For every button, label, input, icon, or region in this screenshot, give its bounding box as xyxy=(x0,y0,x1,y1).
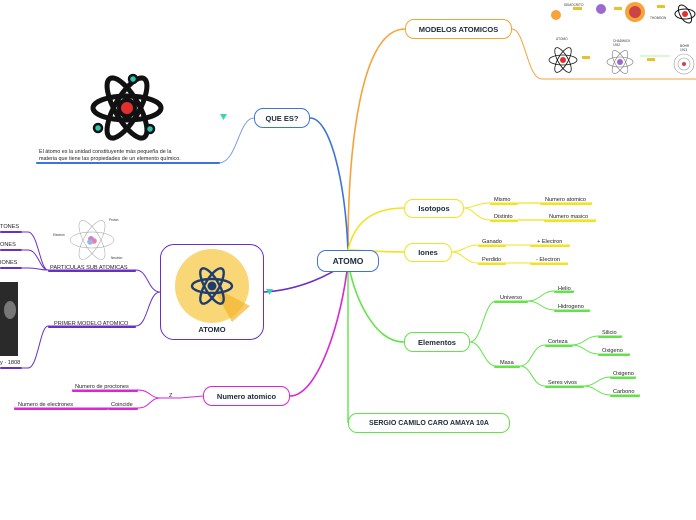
underline-electrones xyxy=(14,408,108,410)
elemento-silicio: Silicio xyxy=(602,330,617,336)
model-label-thomson: THOMSON xyxy=(650,16,667,20)
cut-label-iones: IONES xyxy=(0,260,18,266)
underline-tones xyxy=(0,231,22,233)
cut-label-tones: TONES xyxy=(0,224,20,230)
elemento-corteza: Corteza xyxy=(548,339,568,345)
atomo-image-label: ATOMO xyxy=(198,325,226,334)
node-numero-atomico[interactable]: Numero atomico xyxy=(203,386,290,406)
subatomic-diagram xyxy=(69,220,115,260)
elemento-masa: Masa xyxy=(500,360,514,366)
particulas-sub-atomicas: PARTICULAS SUB ATOMICAS xyxy=(50,265,128,271)
underline-proctones xyxy=(72,390,138,392)
numero-coincide: Coincide xyxy=(111,402,133,408)
portrait-image xyxy=(0,282,18,356)
underline-year xyxy=(0,367,22,369)
underline-oxigeno-corteza xyxy=(598,354,630,356)
underline-coincide xyxy=(108,408,138,410)
underline-numero-masico xyxy=(544,220,596,222)
ion-ganado: Ganado xyxy=(482,239,502,245)
underline-perdido xyxy=(478,263,506,265)
underline-menos-electron xyxy=(530,263,568,265)
atomo-collapse-icon xyxy=(266,289,273,295)
underline-distinto xyxy=(490,220,518,222)
node-elementos[interactable]: Elementos xyxy=(404,332,470,352)
underline-ganado xyxy=(478,245,506,247)
numero-z: Z xyxy=(169,393,173,399)
isotopo-distinto: Distinto xyxy=(494,214,513,220)
underline-iones xyxy=(0,267,22,269)
numero-proctones: Numero de proctones xyxy=(75,384,129,390)
ion-mas-electron: + Electron xyxy=(537,239,563,245)
underline-ones xyxy=(0,249,22,251)
underline-primer-modelo xyxy=(48,326,136,328)
underline-que-es xyxy=(36,162,220,164)
model-label-chadwick: CHADWICK 1932 xyxy=(613,39,631,47)
elemento-oxigeno-corteza: Oxigeno xyxy=(602,348,623,354)
underline-particulas xyxy=(48,270,136,272)
models-images-bottom xyxy=(548,47,695,75)
underline-hidrogeno xyxy=(554,310,590,312)
node-modelos-atomicos[interactable]: MODELOS ATOMICOS xyxy=(405,19,512,39)
ion-perdido: Perdido xyxy=(482,257,502,263)
isotopo-numero-masico: Numero masico xyxy=(549,214,589,220)
underline-helio xyxy=(554,291,574,293)
models-images-top xyxy=(551,2,696,24)
node-autor[interactable]: SERGIO CAMILO CARO AMAYA 10A xyxy=(348,413,510,433)
elemento-universo: Universo xyxy=(500,295,523,301)
primer-modelo-atomico: PRIMER MODELO ATOMICO xyxy=(54,321,129,327)
underline-numero-atomico xyxy=(540,203,592,205)
underline-silicio xyxy=(598,336,622,338)
underline-carbono xyxy=(610,395,640,397)
atomo-image-icon xyxy=(175,249,250,323)
node-isotopos[interactable]: Isotopos xyxy=(404,199,464,218)
elemento-carbono: Carbono xyxy=(613,389,635,395)
cut-label-ones: ONES xyxy=(0,242,16,248)
numero-electrones: Numero de electrones xyxy=(18,402,74,408)
elemento-oxigeno-seres: Oxigeno xyxy=(613,371,634,377)
subatomic-label-proton: Protón xyxy=(109,218,119,222)
que-es-atom-icon xyxy=(90,73,164,141)
elemento-helio: Helio xyxy=(558,286,571,292)
elemento-seres-vivos: Seres vivos xyxy=(548,380,577,386)
underline-oxigeno-seres xyxy=(610,377,636,379)
elemento-hidrogeno: Hidrogeno xyxy=(558,304,584,310)
subatomic-label-electron: Electrón xyxy=(53,233,65,237)
que-es-description: El átomo es la unidad constituyente más … xyxy=(39,149,181,162)
ion-menos-electron: - Electron xyxy=(536,257,560,263)
underline-mas-electron xyxy=(530,245,570,247)
model-label-bohr: BOHR 1913 xyxy=(680,44,690,52)
underline-universo xyxy=(494,301,528,303)
node-iones[interactable]: Iones xyxy=(404,243,452,262)
cut-year: y · 1808 xyxy=(0,360,21,366)
underline-masa xyxy=(494,366,520,368)
underline-mismo xyxy=(490,203,518,205)
model-label-atomo: ÁTOMO xyxy=(556,37,568,41)
node-que-es[interactable]: QUE ES? xyxy=(254,108,310,128)
center-node-atomo[interactable]: ATOMO xyxy=(317,250,379,272)
subatomic-label-neutron: Neutrón xyxy=(111,256,123,260)
que-es-collapse-icon xyxy=(220,114,227,120)
isotopo-numero-atomico: Numero atomico xyxy=(545,197,587,203)
model-label-democrito: DEMÓCRITO xyxy=(564,3,584,7)
underline-seres xyxy=(545,386,584,388)
underline-corteza xyxy=(545,345,573,347)
isotopo-mismo: Mismo xyxy=(494,197,511,203)
